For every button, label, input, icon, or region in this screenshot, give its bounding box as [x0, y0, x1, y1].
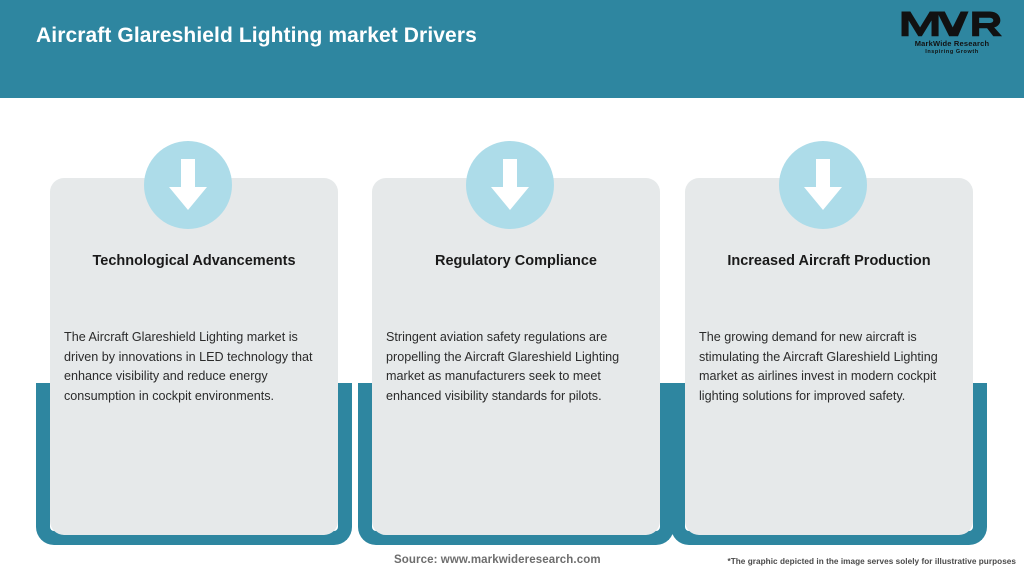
card-accent-frame: [358, 383, 674, 545]
down-arrow-icon: [169, 159, 207, 210]
down-arrow-icon: [804, 159, 842, 210]
card-badge-circle: [466, 141, 554, 229]
card-title: Increased Aircraft Production: [727, 253, 931, 269]
card-body-text: The growing demand for new aircraft is s…: [699, 330, 938, 403]
driver-card-1: Technological Advancements The Aircraft …: [36, 98, 352, 545]
card-surface: Technological Advancements The Aircraft …: [50, 178, 338, 535]
card-title: Technological Advancements: [92, 253, 296, 269]
driver-card-3: Increased Aircraft Production The growin…: [671, 98, 987, 545]
mwr-monogram-icon: [901, 11, 1003, 37]
logo-company-name: MarkWide Research: [914, 39, 990, 48]
down-arrow-icon: [491, 159, 529, 210]
card-title: Regulatory Compliance: [435, 253, 597, 269]
logo-tagline: Inspiring Growth: [925, 49, 979, 55]
card-surface: Increased Aircraft Production The growin…: [685, 178, 973, 535]
page-header: Aircraft Glareshield Lighting market Dri…: [0, 0, 1024, 98]
source-label: Source: www.markwideresearch.com: [394, 554, 601, 566]
markwide-research-logo: MarkWide Research Inspiring Growth: [898, 8, 1006, 60]
driver-cards-container: Technological Advancements The Aircraft …: [0, 98, 1024, 545]
card-body-text: The Aircraft Glareshield Lighting market…: [64, 330, 313, 403]
card-body-text: Stringent aviation safety regulations ar…: [386, 330, 620, 403]
card-surface: Regulatory Compliance Stringent aviation…: [372, 178, 660, 535]
card-badge-circle: [779, 141, 867, 229]
page-title: Aircraft Glareshield Lighting market Dri…: [36, 24, 477, 47]
disclaimer-note: *The graphic depicted in the image serve…: [727, 557, 1016, 566]
card-badge-circle: [144, 141, 232, 229]
driver-card-2: Regulatory Compliance Stringent aviation…: [358, 98, 674, 545]
